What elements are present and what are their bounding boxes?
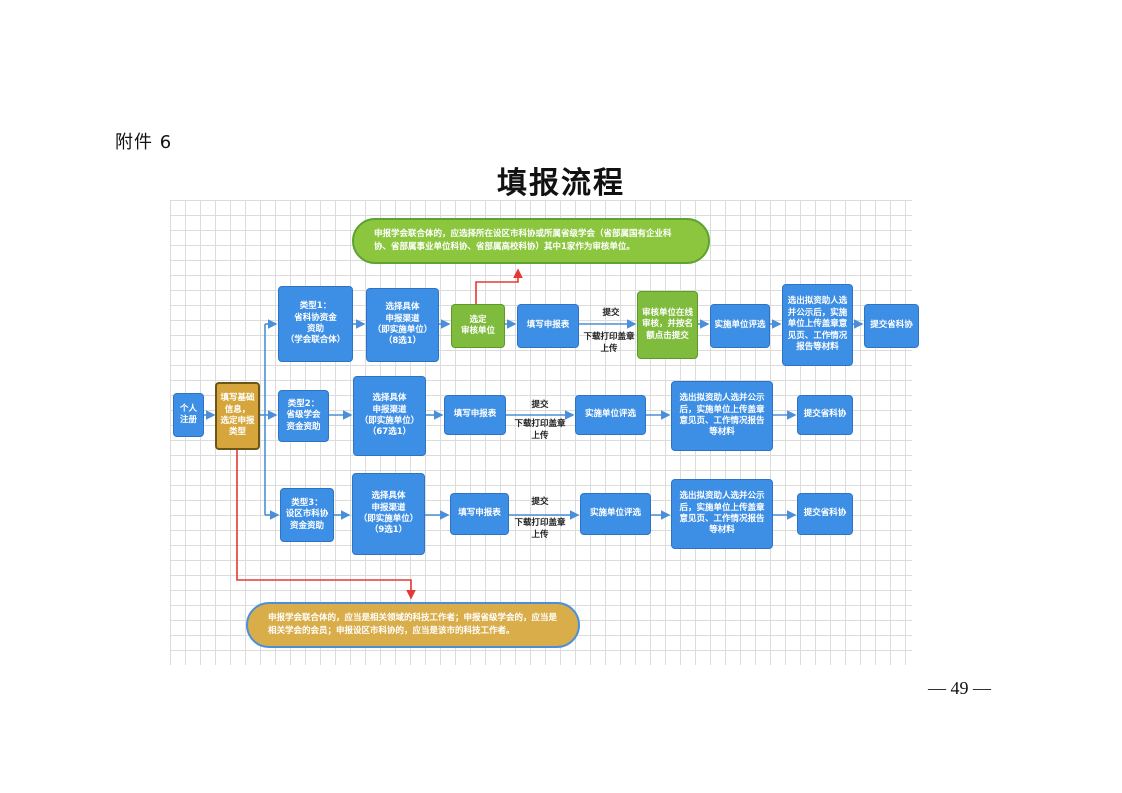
track3-submit-provincial-box: 提交省科协 <box>797 493 853 535</box>
page-title: 填报流程 <box>497 166 625 201</box>
track1-publicize-box: 选出拟资助人选 并公示后，实施 单位上传盖章意 见页、工作情况 报告等材料 <box>782 284 853 366</box>
track3-unit-evaluation-box: 实施单位评选 <box>580 493 651 535</box>
track3-fill-form-box: 填写申报表 <box>450 493 509 535</box>
track2-submit-label: 提交 <box>531 400 549 410</box>
track1-online-review-box: 审核单位在线 审核，并按名 额点击提交 <box>637 291 698 359</box>
track1-select-channel-box: 选择具体 申报渠道 （即实施单位） （8选1） <box>366 288 439 362</box>
track1-unit-evaluation-box: 实施单位评选 <box>710 304 770 348</box>
track3-select-channel-box: 选择具体 申报渠道 （即实施单位） （9选1） <box>352 473 425 555</box>
attachment-label: 附件 6 <box>115 132 173 153</box>
page-number: — 49 — <box>928 678 991 698</box>
track2-unit-evaluation-box: 实施单位评选 <box>575 395 646 435</box>
track2-submit-provincial-box: 提交省科协 <box>797 395 853 435</box>
type1-provincial-fund-box: 类型1： 省科协资金 资助 （学会联合体） <box>278 286 353 362</box>
note-applicant-eligibility: 申报学会联合体的，应当是相关领域的科技工作者；申报省级学会的，应当是相关学会的会… <box>246 602 580 648</box>
track2-fill-form-box: 填写申报表 <box>444 395 506 435</box>
track2-publicize-box: 选出拟资助人选并公示 后，实施单位上传盖章 意见页、工作情况报告 等材料 <box>671 381 773 451</box>
type2-society-fund-box: 类型2： 省级学会 资金资助 <box>278 390 329 442</box>
track1-select-reviewer-box: 选定 审核单位 <box>451 304 505 348</box>
flow-connectors <box>204 268 864 600</box>
personal-register-box: 个人 注册 <box>173 393 204 437</box>
type3-city-fund-box: 类型3： 设区市科协 资金资助 <box>280 488 334 542</box>
track2-select-channel-box: 选择具体 申报渠道 （即实施单位） （67选1） <box>353 376 426 456</box>
track3-print-upload-label: 下载打印盖章 上传 <box>514 518 566 540</box>
track2-print-upload-label: 下载打印盖章 上传 <box>514 419 566 441</box>
track3-publicize-box: 选出拟资助人选并公示 后，实施单位上传盖章 意见页、工作情况报告 等材料 <box>671 479 773 549</box>
track1-submit-label: 提交 <box>602 308 620 318</box>
flowchart-canvas: 申报学会联合体的，应选择所在设区市科协或所属省级学会（省部属国有企业科协、省部属… <box>170 200 919 665</box>
note-reviewer-selection: 申报学会联合体的，应选择所在设区市科协或所属省级学会（省部属国有企业科协、省部属… <box>352 218 710 264</box>
track1-fill-form-box: 填写申报表 <box>517 304 579 348</box>
track1-submit-provincial-box: 提交省科协 <box>864 304 919 348</box>
fill-basic-info-box: 填写基础 信息， 选定申报 类型 <box>215 382 260 450</box>
track1-print-upload-label: 下载打印盖章 上传 <box>583 332 635 354</box>
track3-submit-label: 提交 <box>531 497 549 507</box>
